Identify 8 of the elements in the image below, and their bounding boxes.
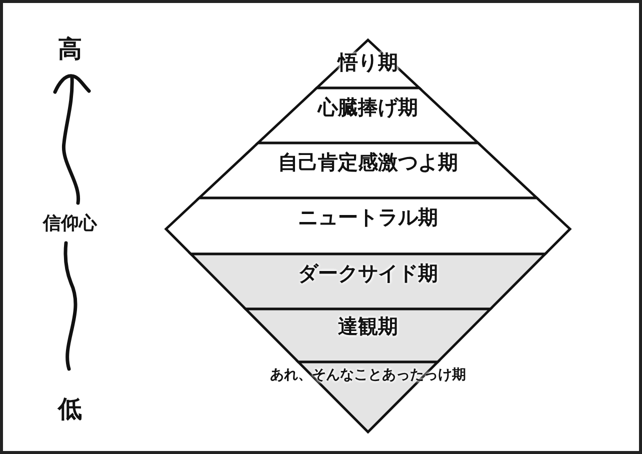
stage-label: ダークサイド期 (298, 262, 438, 287)
stage-label: ニュートラル期 (298, 206, 438, 231)
level-label: 低 (58, 396, 82, 425)
level-label: 高 (58, 35, 82, 65)
axis-label: 信仰心 (43, 212, 97, 235)
stage-label: 自己肯定感激つよ期 (278, 150, 458, 176)
stage-label: 心臓捧げ期 (318, 96, 418, 121)
stage-label: 達観期 (338, 315, 398, 340)
